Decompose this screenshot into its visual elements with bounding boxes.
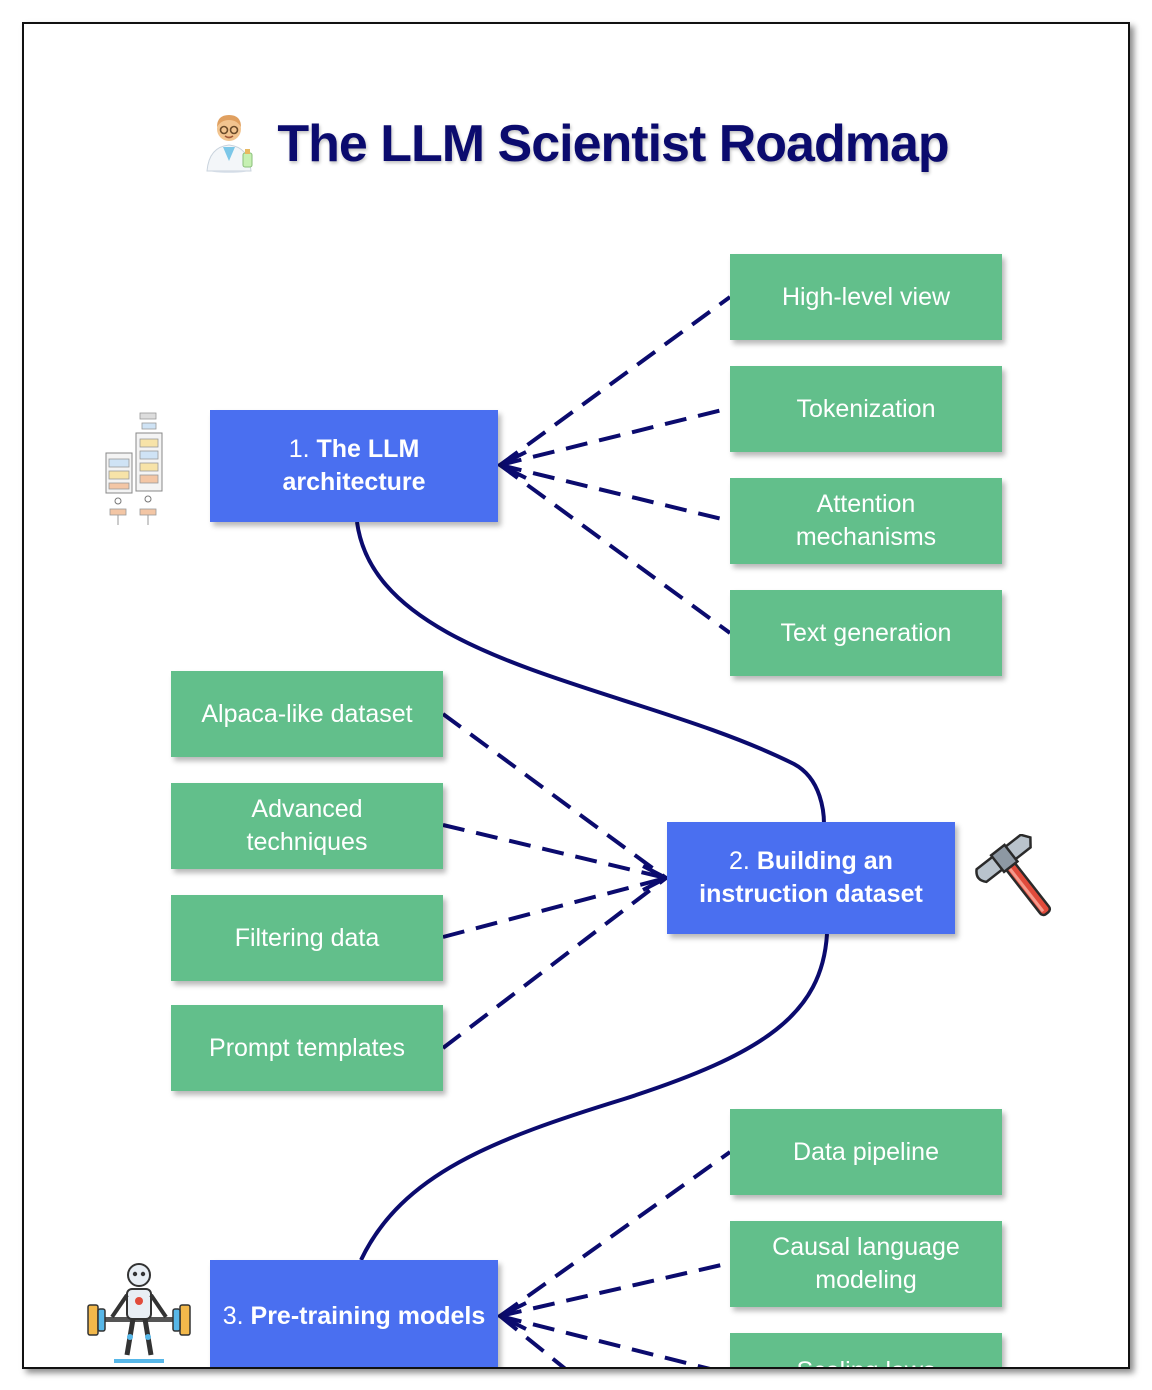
- scientist-emoji-icon: [203, 109, 259, 186]
- section-2-name-line1: Building an: [756, 847, 893, 875]
- topic-label-line2: mechanisms: [795, 523, 937, 551]
- topic-tokenization[interactable]: Tokenization: [730, 366, 1002, 452]
- section-1-name-line2: architecture: [282, 468, 426, 496]
- topic-label: Prompt templates: [209, 1033, 405, 1062]
- topic-label: Scaling laws: [797, 1355, 936, 1367]
- topic-label: Alpaca-like dataset: [201, 699, 413, 728]
- transformer-diagram-icon: [98, 409, 178, 534]
- topic-label-line2: modeling: [815, 1266, 917, 1294]
- topic-high-level-view[interactable]: High-level view: [730, 254, 1002, 340]
- section-3-number: 3.: [222, 1301, 244, 1330]
- section-3-box[interactable]: 3. Pre-training models: [210, 1260, 498, 1367]
- topic-label-line1: Causal language: [772, 1233, 960, 1261]
- section-2-dashed-links: [441, 712, 668, 1050]
- topic-filtering-data[interactable]: Filtering data: [171, 895, 443, 981]
- topic-label-line2: techniques: [246, 828, 368, 856]
- topic-label-line1: Advanced: [251, 795, 363, 823]
- topic-label: Filtering data: [234, 923, 380, 952]
- section-3-name-line1: Pre-training models: [250, 1301, 486, 1330]
- topic-causal-language-modeling[interactable]: Causal language modeling: [730, 1221, 1002, 1307]
- topic-data-pipeline[interactable]: Data pipeline: [730, 1109, 1002, 1195]
- section-1-box[interactable]: 1. The LLM architecture: [210, 410, 498, 522]
- section-1-arrowhead: [495, 450, 527, 480]
- topic-label: High-level view: [781, 282, 951, 311]
- flow-connector-2-3: [359, 933, 829, 1261]
- section-1-dashed-links: [498, 295, 732, 635]
- section-2-name-line2: instruction dataset: [699, 880, 923, 908]
- section-3-arrowhead: [495, 1301, 527, 1331]
- section-2-box[interactable]: 2. Building an instruction dataset: [667, 822, 955, 934]
- robot-weightlifting-icon: [84, 1259, 194, 1367]
- topic-advanced-techniques[interactable]: Advanced techniques: [171, 783, 443, 869]
- connector-layer: [355, 295, 829, 1367]
- topic-label: Tokenization: [796, 394, 936, 423]
- page-title-text: The LLM Scientist Roadmap: [277, 115, 949, 174]
- topic-label: Data pipeline: [793, 1137, 939, 1166]
- topic-scaling-laws[interactable]: Scaling laws: [730, 1333, 1002, 1367]
- topic-attention-mechanisms[interactable]: Attention mechanisms: [730, 478, 1002, 564]
- hammer-icon: [974, 833, 1069, 929]
- section-1-number: 1.: [288, 435, 310, 463]
- page-title: The LLM Scientist Roadmap: [24, 109, 1128, 186]
- topic-label: Text generation: [780, 618, 952, 647]
- section-2-arrowhead: [642, 864, 671, 892]
- section-1-name-line1: The LLM: [316, 435, 420, 463]
- topic-text-generation[interactable]: Text generation: [730, 590, 1002, 676]
- topic-alpaca-like-dataset[interactable]: Alpaca-like dataset: [171, 671, 443, 757]
- section-2-number: 2.: [729, 847, 750, 875]
- topic-prompt-templates[interactable]: Prompt templates: [171, 1005, 443, 1091]
- roadmap-frame: The LLM Scientist Roadmap: [22, 22, 1130, 1369]
- flow-connector-1-2: [355, 521, 826, 825]
- topic-label-line1: Attention: [816, 490, 916, 518]
- section-3-dashed-links: [498, 1150, 732, 1367]
